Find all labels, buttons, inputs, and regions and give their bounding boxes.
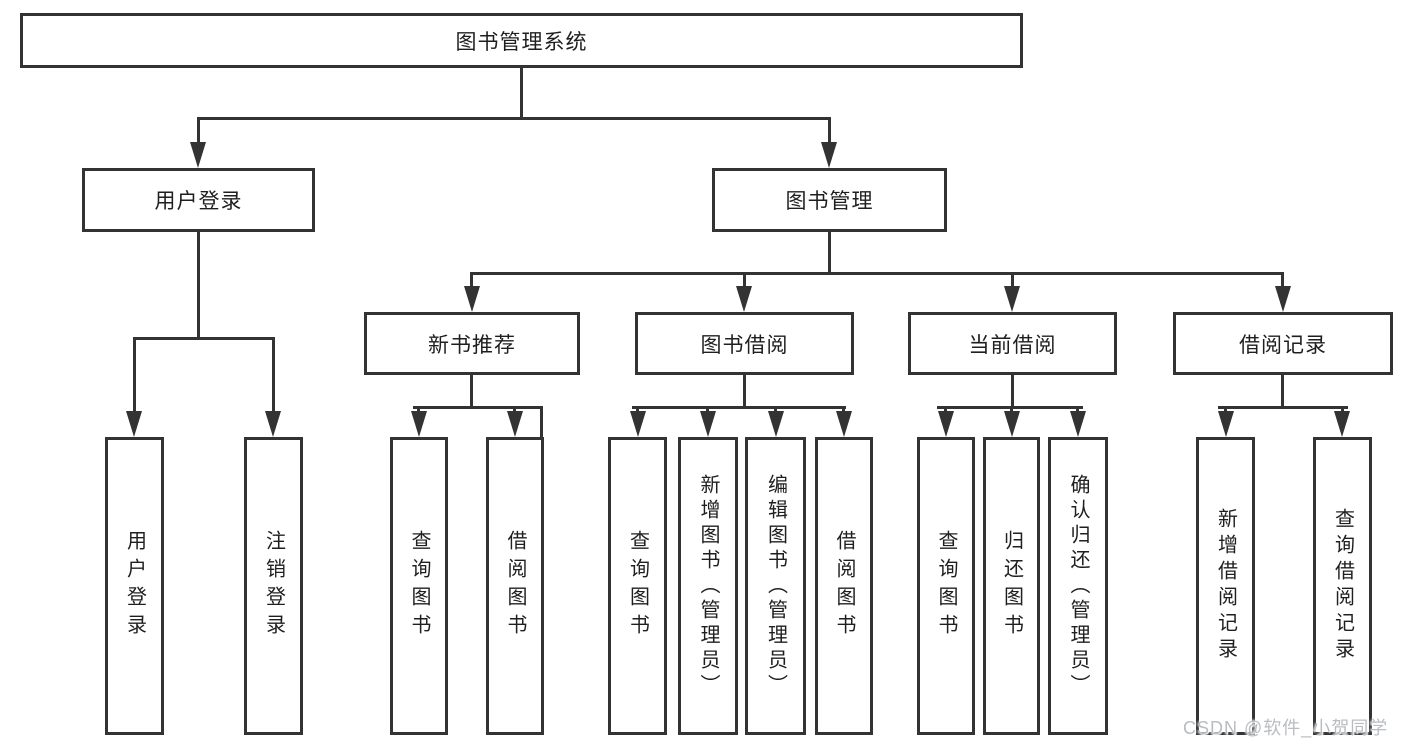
connector-arrow — [938, 411, 954, 437]
connector-arrow — [265, 411, 281, 437]
connector-line — [1224, 406, 1227, 415]
node-user-login-label: 用户登录 — [154, 190, 243, 213]
connector-line — [828, 117, 831, 145]
connector-line — [413, 406, 543, 409]
connector-arrow — [1218, 411, 1234, 437]
connector-line — [1011, 272, 1014, 290]
connector-line — [417, 406, 420, 415]
connector-line — [1011, 375, 1014, 409]
leaf-cb-return-book-label: 归还图书 — [1000, 530, 1023, 642]
leaf-cb-query-book: 查询图书 — [917, 437, 975, 735]
connector-arrow — [836, 411, 852, 437]
node-new-book-recommend-label: 新书推荐 — [428, 333, 516, 357]
connector-line — [197, 232, 200, 340]
connector-line — [743, 375, 746, 409]
connector-arrow — [630, 411, 646, 437]
node-book-borrow: 图书借阅 — [635, 312, 854, 375]
connector-line — [1281, 375, 1284, 409]
connector-arrow — [768, 411, 784, 437]
connector-line — [743, 272, 746, 290]
leaf-cb-query-book-label: 查询图书 — [935, 530, 957, 642]
leaf-cb-return-book: 归还图书 — [983, 437, 1040, 735]
leaf-bb-query-book: 查询图书 — [608, 437, 667, 735]
connector-arrow — [821, 142, 837, 168]
connector-line — [513, 406, 516, 415]
connector-line — [470, 272, 1284, 275]
connector-arrow — [411, 411, 427, 437]
leaf-nb-borrow-book-label: 借阅图书 — [504, 530, 526, 642]
node-book-borrow-label: 图书借阅 — [700, 333, 789, 357]
connector-line — [197, 117, 831, 120]
leaf-logout-label: 注销登录 — [262, 530, 285, 642]
node-borrow-record-label: 借阅记录 — [1239, 333, 1327, 357]
leaf-bb-borrow-book: 借阅图书 — [815, 437, 873, 735]
connector-line — [470, 272, 473, 290]
node-borrow-record: 借阅记录 — [1173, 312, 1393, 375]
leaf-br-query-record-label: 查询借阅记录 — [1331, 508, 1354, 664]
leaf-user-login-label: 用户登录 — [123, 530, 146, 642]
node-book-mgmt-label: 图书管理 — [785, 190, 874, 213]
connector-line — [828, 232, 831, 275]
connector-arrow — [126, 411, 142, 437]
leaf-bb-add-book-admin-label: 新增图书（管理员） — [697, 473, 719, 699]
connector-line — [632, 406, 846, 409]
connector-arrow — [1070, 411, 1086, 437]
leaf-bb-edit-book-admin-label: 编辑图书（管理员） — [764, 473, 787, 699]
node-book-mgmt: 图书管理 — [712, 168, 947, 232]
connector-arrow — [736, 286, 752, 312]
node-root-label: 图书管理系统 — [455, 30, 588, 54]
node-current-borrow: 当前借阅 — [908, 312, 1117, 375]
node-root: 图书管理系统 — [20, 13, 1023, 68]
node-current-borrow-label: 当前借阅 — [968, 333, 1057, 357]
leaf-cb-confirm-return-admin: 确认归还（管理员） — [1048, 437, 1108, 735]
connector-line — [842, 406, 845, 415]
connector-line — [470, 375, 473, 409]
connector-arrow — [1334, 411, 1350, 437]
connector-line — [1076, 406, 1079, 415]
connector-line — [133, 337, 136, 415]
leaf-user-login: 用户登录 — [105, 437, 164, 735]
leaf-cb-confirm-return-admin-label: 确认归还（管理员） — [1067, 473, 1089, 699]
connector-line — [636, 406, 639, 415]
connector-line — [1218, 406, 1348, 409]
leaf-logout: 注销登录 — [244, 437, 303, 735]
leaf-br-add-record: 新增借阅记录 — [1196, 437, 1255, 735]
connector-arrow — [700, 411, 716, 437]
connector-line — [540, 406, 543, 437]
leaf-bb-edit-book-admin: 编辑图书（管理员） — [745, 437, 806, 735]
connector-line — [1281, 272, 1284, 290]
connector-arrow — [1275, 286, 1291, 312]
leaf-bb-add-book-admin: 新增图书（管理员） — [678, 437, 738, 735]
leaf-bb-query-book-label: 查询图书 — [626, 530, 649, 642]
connector-arrow — [1004, 411, 1020, 437]
connector-line — [774, 406, 777, 415]
connector-line — [944, 406, 947, 415]
connector-line — [520, 68, 523, 120]
connector-line — [197, 117, 200, 145]
leaf-nb-borrow-book: 借阅图书 — [486, 437, 544, 735]
node-user-login: 用户登录 — [82, 168, 315, 232]
leaf-br-add-record-label: 新增借阅记录 — [1214, 508, 1237, 664]
connector-line — [1341, 406, 1344, 415]
connector-line — [272, 337, 275, 415]
leaf-nb-query-book: 查询图书 — [390, 437, 448, 735]
connector-arrow — [190, 142, 206, 168]
node-new-book-recommend: 新书推荐 — [364, 312, 580, 375]
connector-line — [706, 406, 709, 415]
connector-arrow — [464, 286, 480, 312]
csdn-watermark: CSDN @软件_小贺同学 — [1183, 718, 1389, 738]
connector-arrow — [1004, 286, 1020, 312]
connector-line — [133, 337, 275, 340]
leaf-br-query-record: 查询借阅记录 — [1313, 437, 1372, 735]
leaf-nb-query-book-label: 查询图书 — [408, 530, 430, 642]
connector-arrow — [507, 411, 523, 437]
leaf-bb-borrow-book-label: 借阅图书 — [833, 530, 855, 642]
connector-line — [1010, 406, 1013, 415]
